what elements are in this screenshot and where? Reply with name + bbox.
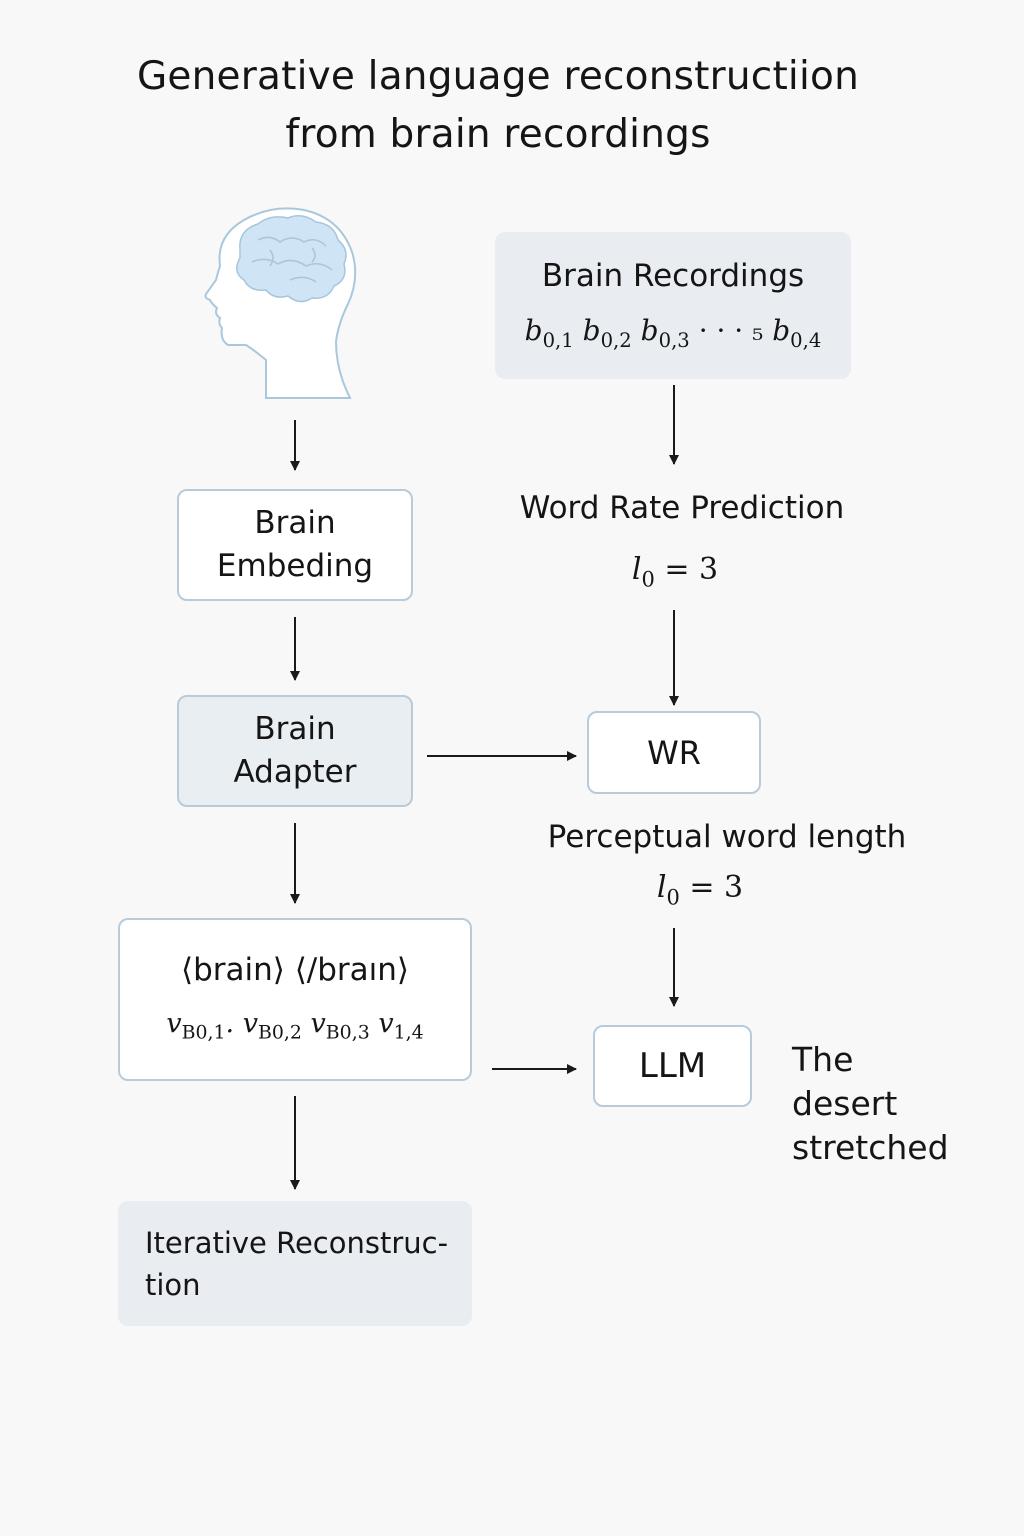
recording-dots: · · · ₅ — [698, 313, 764, 347]
brain-embedding-line-2: Embeding — [216, 548, 374, 584]
llm-box: LLM — [593, 1025, 752, 1107]
brain-recordings-sequence: b0,1 b0,2 b0,3 · · · ₅ b0,4 — [525, 314, 822, 352]
brain-head-icon — [204, 207, 357, 399]
brain-adapter-line-1: Brain — [254, 711, 336, 747]
token-v1: vB0,1. — [166, 1007, 235, 1044]
recording-b3: b0,3 — [640, 313, 690, 352]
title-line-2: from brain recordings — [285, 112, 711, 157]
perceptual-equation: l0 = 3 — [656, 870, 744, 910]
brain-shape — [236, 215, 347, 303]
brain-adapter-line-2: Adapter — [233, 754, 357, 790]
brain-adapter-box: Brain Adapter — [177, 695, 413, 807]
recording-b4: b0,4 — [772, 313, 822, 352]
output-text: The desert stretched — [792, 1038, 949, 1170]
iterative-reconstruction-box: Iterative Reconstruc- tion — [118, 1201, 472, 1326]
brain-token-box: ⟨brain⟩ ⟨/braın⟩ vB0,1. vB0,2 vB0,3 v1,4 — [118, 918, 472, 1081]
reconstruction-line-1: Iterative Reconstruc- — [145, 1225, 449, 1260]
diagram-title: Generative language reconstructiion from… — [0, 48, 996, 164]
word-rate-prediction-label: Word Rate Prediction — [519, 490, 845, 526]
brain-token-tags: ⟨brain⟩ ⟨/braın⟩ — [180, 951, 410, 988]
brain-recordings-box: Brain Recordings b0,1 b0,2 b0,3 · · · ₅ … — [495, 232, 851, 379]
wr-label: WR — [647, 733, 701, 772]
recording-b2: b0,2 — [582, 313, 632, 352]
llm-label: LLM — [638, 1046, 707, 1086]
word-rate-equation: l0 = 3 — [631, 552, 719, 592]
brain-recordings-title: Brain Recordings — [541, 257, 805, 294]
brain-token-vectors: vB0,1. vB0,2 vB0,3 v1,4 — [166, 1008, 423, 1044]
reconstruction-line-2: tion — [145, 1267, 201, 1302]
output-line-3: stretched — [792, 1128, 949, 1167]
title-line-1: Generative language reconstructiion — [137, 54, 859, 99]
token-v2: vB0,2 — [242, 1007, 302, 1044]
token-v4: v1,4 — [378, 1007, 424, 1044]
perceptual-word-length-label: Perceptual word length — [547, 819, 907, 855]
brain-embedding-box: Brain Embeding — [177, 489, 413, 601]
output-line-1: The — [792, 1040, 854, 1079]
output-line-2: desert — [792, 1084, 898, 1123]
recording-b1: b0,1 — [524, 313, 574, 352]
token-v3: vB0,3 — [310, 1007, 370, 1044]
wr-box: WR — [587, 711, 761, 794]
brain-embedding-line-1: Brain — [254, 505, 336, 541]
